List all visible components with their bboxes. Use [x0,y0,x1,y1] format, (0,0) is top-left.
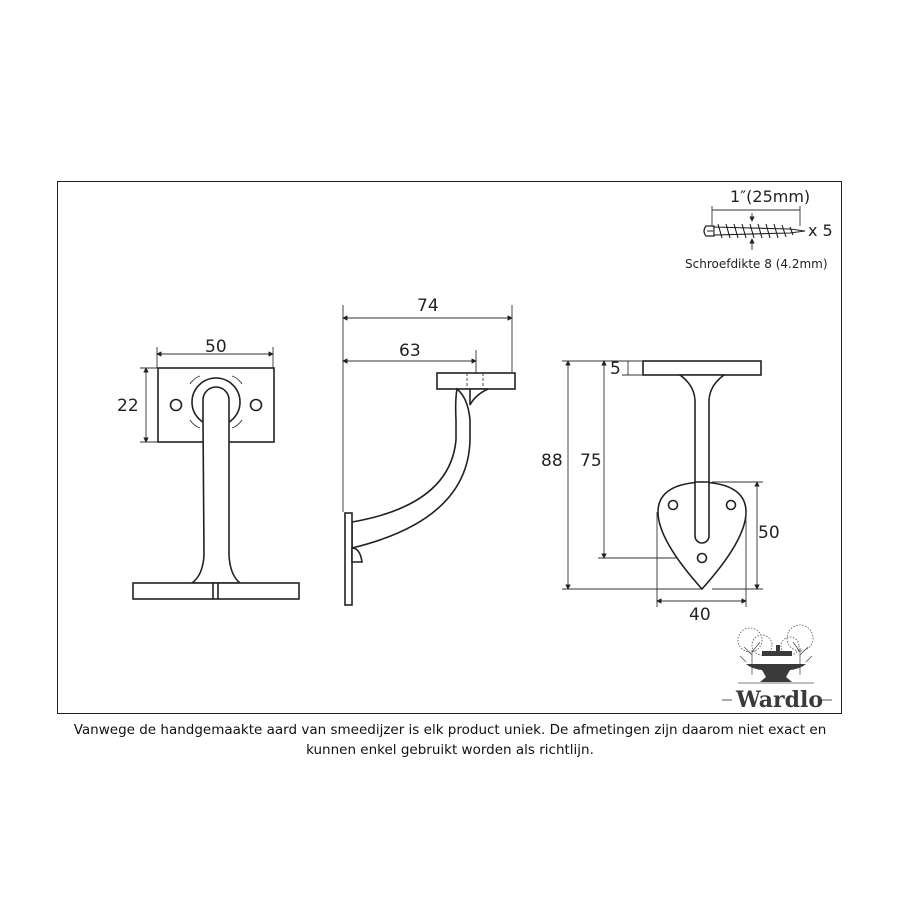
screw-gauge-label: Schroefdikte 8 (4.2mm) [685,257,828,271]
screw-quantity-label: x 5 [808,221,833,240]
back-stem [677,374,727,486]
screw-spec: 1″(25mm) x 5 Schroefdikte 8 (4.2mm) [685,187,833,271]
disclaimer-line-2: kunnen enkel gebruikt worden als richtli… [306,742,594,758]
disclaimer-text: Vanwege de handgemaakte aard van smeedij… [60,720,840,760]
back-view: 5 88 75 50 40 [541,359,780,625]
back-center-height-label: 75 [580,451,602,471]
side-wall-plate [344,512,353,606]
back-screw-hole-left [667,499,679,511]
front-view: 50 22 [117,337,300,600]
anvil-trees-logo-icon [722,624,832,701]
disclaimer-line-1: Vanwege de handgemaakte aard van smeedij… [73,722,827,738]
back-leaf-width-label: 40 [689,605,711,625]
brand-name: Wardlo [735,687,823,713]
screw-length-label: 1″(25mm) [730,187,810,206]
side-projection-label: 74 [417,296,439,316]
screw-icon [703,223,806,239]
side-center-label: 63 [399,341,421,361]
back-leaf-height-label: 50 [758,523,780,543]
front-height-label: 22 [117,396,139,416]
back-screw-hole-right [725,499,737,511]
front-screw-hole-right [249,398,263,412]
back-thickness-label: 5 [610,359,621,379]
side-arm-fillet [469,388,489,406]
back-total-height-label: 88 [541,451,563,471]
side-view: 74 63 [342,296,516,606]
side-plate-fillet [351,547,363,563]
side-curved-arm [351,387,471,550]
drawing-frame [57,181,842,714]
back-rail-rest [642,360,762,376]
front-screw-hole-left [169,398,183,412]
back-stem-slot [694,481,710,544]
front-stem [189,386,243,584]
front-width-label: 50 [205,337,227,357]
front-rail-rest [132,582,300,600]
front-boss-scrolls [189,375,243,429]
back-screw-hole-bottom [696,552,708,564]
side-rail-rest [436,372,516,390]
